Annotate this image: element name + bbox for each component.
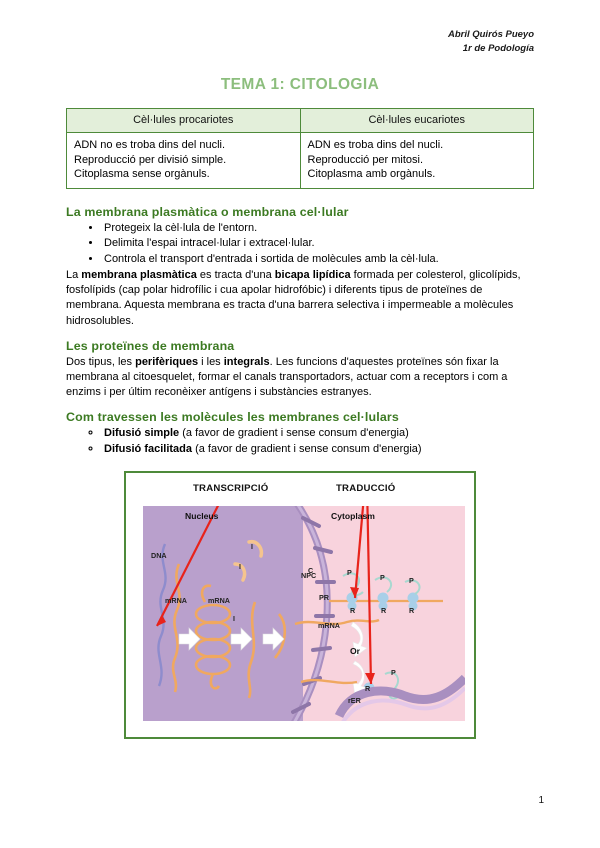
figure-label-i-2: I xyxy=(239,564,241,572)
table-cell-line: Citoplasma amb orgànuls. xyxy=(307,168,436,180)
text-bold: Difusió simple xyxy=(104,427,180,440)
figure-label-traduccio: TRADUCCIÓ xyxy=(336,483,396,495)
figure-label-mrna-2: mRNA xyxy=(208,596,230,606)
table-cell-line: ADN es troba dins del nucli. xyxy=(307,139,444,151)
figure-label-p-2: P xyxy=(380,573,385,583)
membrana-paragraph: La membrana plasmàtica es tracta d'una b… xyxy=(66,268,534,329)
list-item: Protegeix la cèl·lula de l'entorn. xyxy=(102,221,534,237)
section-heading-proteines: Les proteïnes de membrana xyxy=(66,338,235,353)
author-name: Abril Quirós Pueyo xyxy=(447,29,534,40)
text-run: Dos tipus, les xyxy=(66,355,136,368)
figure-container: TRANSCRIPCIÓ TRADUCCIÓ xyxy=(66,471,534,740)
text-run: (a favor de gradient i sense consum d'en… xyxy=(179,427,409,440)
text-bold: Difusió facilitada xyxy=(104,442,193,455)
document-header: Abril Quirós Pueyo 1r de Podología xyxy=(66,28,534,56)
figure-label-or: Or xyxy=(350,646,361,657)
figure-label-r-2: R xyxy=(381,606,387,616)
figure-label-i-1: I xyxy=(251,544,253,552)
text-run: formada per colesterol, glicolípids, fos… xyxy=(66,269,521,327)
figure-inner: TRANSCRIPCIÓ TRADUCCIÓ xyxy=(131,478,469,733)
figure-label-transcripcio: TRANSCRIPCIÓ xyxy=(193,483,269,495)
list-item: Controla el transport d'entrada i sortid… xyxy=(102,252,534,268)
list-item: Difusió facilitada (a favor de gradient … xyxy=(102,442,534,458)
figure-label-cytoplasm: Cytoplasm xyxy=(331,511,375,522)
figure-label-r-1: R xyxy=(350,606,356,616)
table-header-procariotes: Cèl·lules procariotes xyxy=(66,108,301,133)
cell-diagram-area: Nucleus Cytoplasm DNA mRNA mRNA NPC mRNA… xyxy=(143,506,465,722)
page-number: 1 xyxy=(538,795,544,806)
text-run: La xyxy=(66,269,82,281)
text-bold: perifèriques xyxy=(135,355,199,368)
membrana-bullet-list: Protegeix la cèl·lula de l'entorn. Delim… xyxy=(66,221,534,268)
table-cell-line: Citoplasma sense orgànuls. xyxy=(74,168,210,180)
text-run: (a favor de gradient i sense consum d'en… xyxy=(192,442,422,455)
figure-label-mrna-1: mRNA xyxy=(165,596,187,606)
figure-label-p-4: P xyxy=(391,668,396,678)
list-item: Difusió simple (a favor de gradient i se… xyxy=(102,426,534,442)
section-heading-travessen: Com travessen les molècules les membrane… xyxy=(66,410,399,425)
figure-label-mrna-3: mRNA xyxy=(318,621,340,631)
table-cell-procariotes: ADN no es troba dins del nucli. Reproduc… xyxy=(66,132,301,189)
table-cell-line: Reproducció per divisió simple. xyxy=(74,153,227,166)
figure-label-npc: NPC xyxy=(301,571,317,581)
figure-label-p-3: P xyxy=(409,576,414,586)
figure-label-c: C xyxy=(308,566,314,576)
figure-label-nucleus: Nucleus xyxy=(185,511,219,522)
text-run: es tracta d'una xyxy=(196,269,275,281)
travessen-list: Difusió simple (a favor de gradient i se… xyxy=(66,426,534,457)
table-cell-line: Reproducció per mitosi. xyxy=(307,153,424,166)
comparison-table: Cèl·lules procariotes Cèl·lules eucariot… xyxy=(66,108,534,189)
course-name: 1r de Podología xyxy=(462,43,534,54)
figure-label-rer: rER xyxy=(348,696,361,706)
list-item: Delimita l'espai intracel·lular i extrac… xyxy=(102,236,534,252)
figure-label-pr: PR xyxy=(319,593,329,603)
page-title: TEMA 1: CITOLOGIA xyxy=(220,76,380,93)
table-row: ADN no es troba dins del nucli. Reproduc… xyxy=(66,132,534,189)
section-heading-membrana: La membrana plasmàtica o membrana cel·lu… xyxy=(66,204,349,219)
proteines-paragraph: Dos tipus, les perifèriques i les integr… xyxy=(66,355,534,401)
figure-label-dna: DNA xyxy=(151,551,167,561)
transcription-translation-figure: TRANSCRIPCIÓ TRADUCCIÓ xyxy=(124,471,476,740)
figure-label-r-4: R xyxy=(365,684,371,694)
text-bold: membrana plasmàtica xyxy=(81,269,197,281)
table-cell-eucariotes: ADN es troba dins del nucli. Reproducció… xyxy=(299,132,534,189)
figure-label-i-3: I xyxy=(233,616,235,624)
text-run: i les xyxy=(198,355,224,368)
table-cell-line: ADN no es troba dins del nucli. xyxy=(74,139,226,151)
text-run: . Les funcions d'aquestes proteïnes són … xyxy=(66,355,508,399)
text-bold: integrals xyxy=(223,355,270,368)
figure-label-p-1: P xyxy=(347,568,352,578)
table-header-row: Cèl·lules procariotes Cèl·lules eucariot… xyxy=(66,108,534,133)
text-bold: bicapa lipídica xyxy=(274,269,351,281)
table-header-eucariotes: Cèl·lules eucariotes xyxy=(299,108,534,133)
nucleus-region xyxy=(143,506,303,722)
figure-label-r-3: R xyxy=(409,606,415,616)
